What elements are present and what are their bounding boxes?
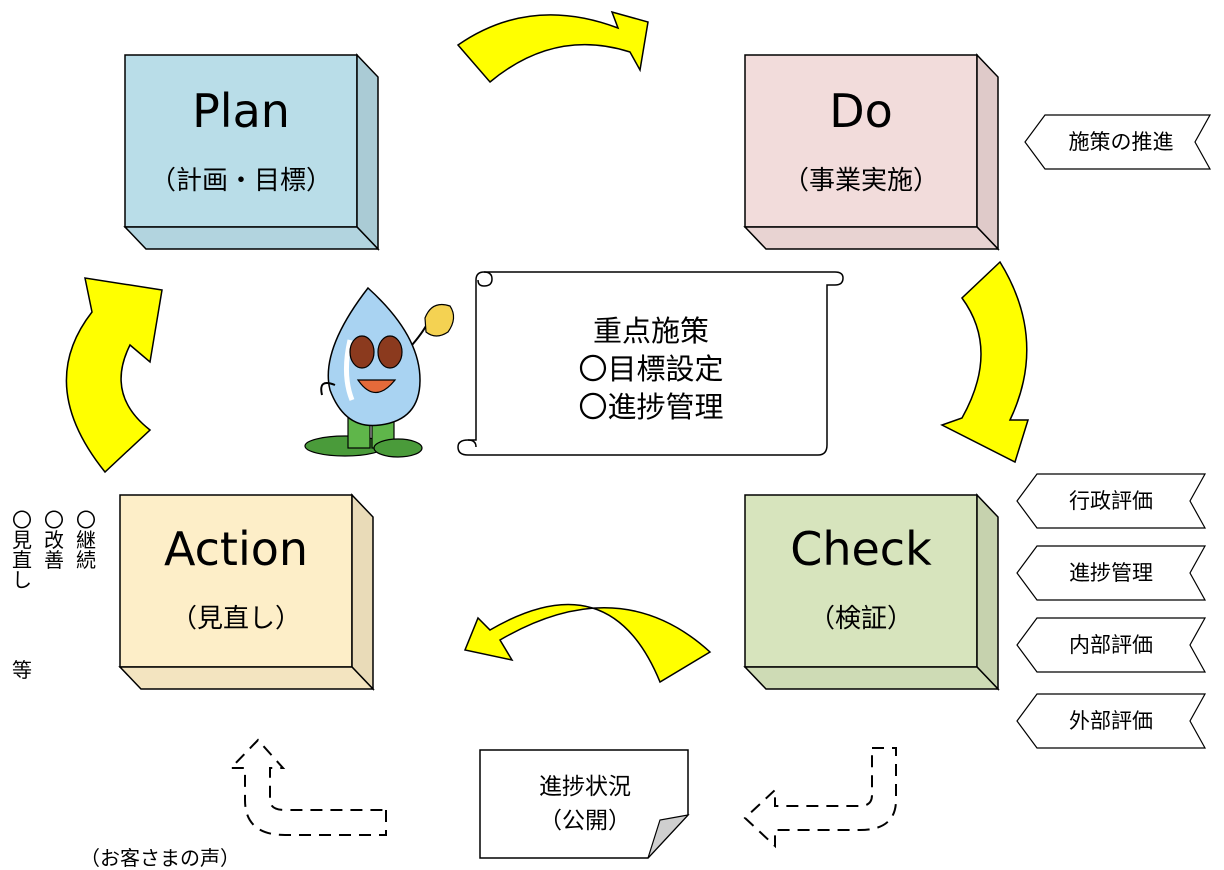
scroll-line: 〇目標設定 xyxy=(578,352,724,386)
do-tag-label: 施策の推進 xyxy=(1068,130,1174,154)
water-drop-mascot xyxy=(304,286,455,458)
arrow-check-to-action xyxy=(463,603,712,684)
check-tag-shapes xyxy=(1016,473,1207,749)
scroll-text: 重点施策 〇目標設定 〇進捗管理 xyxy=(486,312,816,426)
scroll-line: 重点施策 xyxy=(592,314,709,348)
action-box xyxy=(118,493,375,691)
action-note-suffix: 等 xyxy=(12,658,32,682)
action-title: Action xyxy=(163,522,309,576)
check-box xyxy=(743,493,1000,691)
check-tag-label: 内部評価 xyxy=(1069,633,1153,657)
arrow-action-to-plan xyxy=(65,277,163,474)
check-tag-label: 外部評価 xyxy=(1069,709,1153,733)
arrow-do-to-check xyxy=(940,260,1030,464)
do-box xyxy=(743,53,1000,251)
check-subtitle: （検証） xyxy=(808,604,913,634)
action-note-column: 〇継続 xyxy=(76,508,96,572)
plan-box xyxy=(123,53,380,251)
do-tag-shape xyxy=(1024,114,1212,170)
plan-subtitle: （計画・目標） xyxy=(149,166,332,196)
arrow-plan-to-do xyxy=(456,10,649,84)
action-subtitle: （見直し） xyxy=(170,604,301,634)
dashed-arrow-check-to-note xyxy=(743,747,897,849)
check-tag-label: 行政評価 xyxy=(1069,489,1153,513)
check-title: Check xyxy=(790,522,932,576)
scroll-line: 〇進捗管理 xyxy=(578,390,724,424)
plan-title: Plan xyxy=(192,84,290,138)
note-line: （公開） xyxy=(539,808,631,834)
note-line: 進捗状況 xyxy=(539,774,631,800)
do-subtitle: （事業実施） xyxy=(782,166,939,196)
progress-note xyxy=(479,749,690,859)
do-title: Do xyxy=(829,84,893,138)
customer-voice-label: （お客さまの声） xyxy=(80,846,240,870)
dashed-arrow-voice-to-action xyxy=(228,738,387,836)
check-tag-label: 進捗管理 xyxy=(1069,561,1153,585)
action-note-column: 〇見直し xyxy=(12,508,32,592)
action-note-column: 〇改善 xyxy=(44,508,64,572)
center-scroll xyxy=(457,271,844,456)
progress-note-text: 進捗状況 （公開） xyxy=(480,770,690,838)
